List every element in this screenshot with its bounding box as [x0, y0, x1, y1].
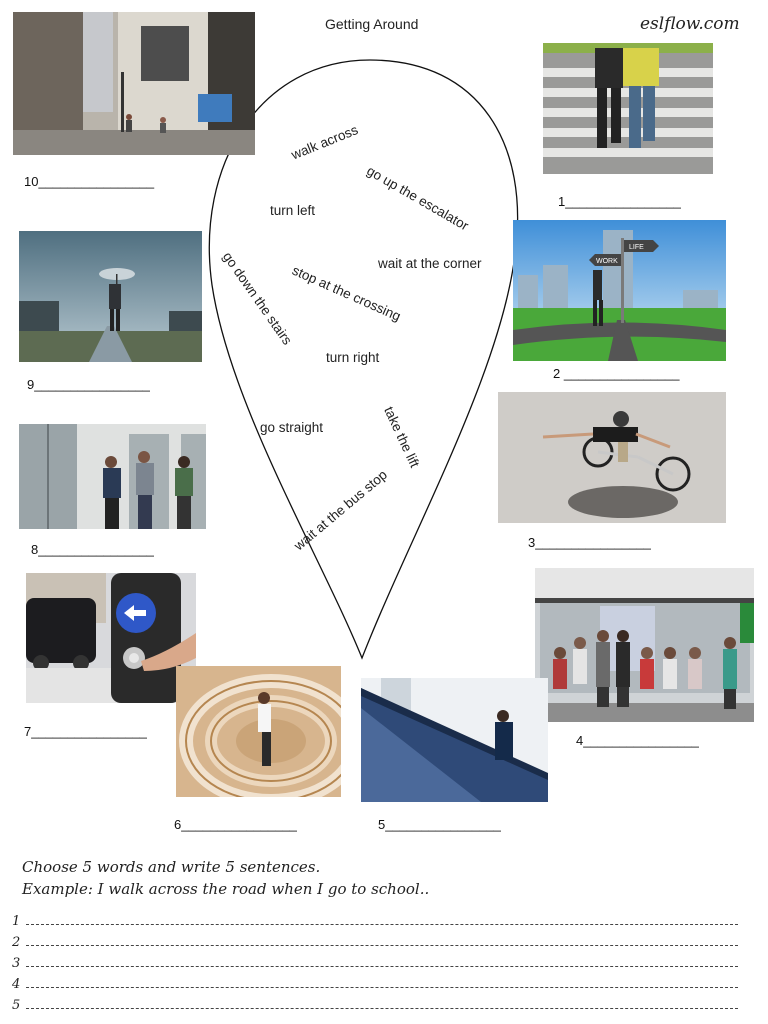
phrase-wait-at-corner[interactable]: wait at the corner: [378, 256, 482, 271]
photo-10-city-street: [13, 12, 255, 155]
label-8[interactable]: 8________________: [31, 542, 154, 557]
label-3[interactable]: 3________________: [528, 535, 651, 550]
phrase-turn-right[interactable]: turn right: [326, 350, 380, 365]
photo-3-cyclist: [498, 392, 726, 523]
brand-logo: eslflow.com: [640, 14, 740, 34]
writing-line-number: 3: [12, 956, 21, 971]
writing-line-2[interactable]: 2: [12, 935, 738, 950]
writing-line-number: 1: [12, 914, 21, 929]
photo-9-umbrella-walk: [19, 231, 202, 362]
sign-life: LIFE: [629, 244, 644, 251]
instruction-line-1: Choose 5 words and write 5 sentences.: [22, 858, 321, 876]
label-5[interactable]: 5________________: [378, 817, 501, 832]
teardrop-shape: [208, 59, 519, 660]
photo-6-spiral-stairs: [176, 666, 341, 797]
writing-line-number: 2: [12, 935, 21, 950]
writing-line-rule[interactable]: [26, 914, 738, 925]
writing-line-rule[interactable]: [26, 977, 738, 988]
label-9[interactable]: 9________________: [27, 377, 150, 392]
writing-line-4[interactable]: 4: [12, 977, 738, 992]
phrase-turn-left[interactable]: turn left: [270, 203, 316, 218]
photo-7-crossing-button: [26, 573, 196, 703]
writing-line-5[interactable]: 5: [12, 998, 738, 1013]
photo-8-elevator: [19, 424, 206, 529]
page-title: Getting Around: [325, 16, 419, 32]
writing-line-rule[interactable]: [26, 956, 738, 967]
writing-line-rule[interactable]: [26, 998, 738, 1009]
label-6[interactable]: 6________________: [174, 817, 297, 832]
phrase-go-straight[interactable]: go straight: [260, 420, 324, 435]
instruction-example: Example: I walk across the road when I g…: [22, 880, 430, 898]
label-7[interactable]: 7________________: [24, 724, 147, 739]
photo-2-work-life-crossroads: LIFE WORK: [513, 220, 726, 361]
label-4[interactable]: 4________________: [576, 733, 699, 748]
writing-line-3[interactable]: 3: [12, 956, 738, 971]
sign-work: WORK: [596, 258, 618, 265]
label-10[interactable]: 10________________: [24, 174, 155, 189]
label-2[interactable]: 2 ________________: [553, 366, 680, 381]
photo-4-bus-stop: [535, 568, 754, 722]
writing-line-1[interactable]: 1: [12, 914, 738, 929]
photo-5-escalator: [361, 678, 548, 802]
label-1[interactable]: 1________________: [558, 194, 681, 209]
photo-1-crosswalk: [543, 43, 713, 174]
writing-line-rule[interactable]: [26, 935, 738, 946]
writing-line-number: 4: [12, 977, 21, 992]
writing-line-number: 5: [12, 998, 21, 1013]
